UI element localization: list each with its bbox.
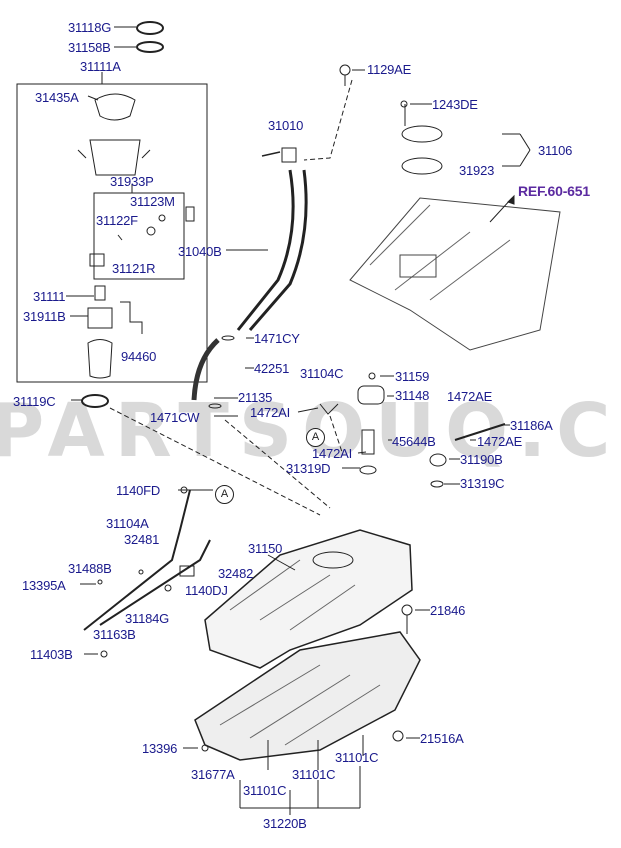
filter xyxy=(87,307,113,329)
part-11403B[interactable]: 11403B xyxy=(30,647,73,662)
part-31148[interactable]: 31148 xyxy=(395,388,430,403)
part-31911B[interactable]: 31911B xyxy=(23,309,66,324)
part-21516A[interactable]: 21516A xyxy=(420,731,464,746)
part-31111[interactable]: 31111 xyxy=(33,289,66,304)
part-31118G[interactable]: 31118G xyxy=(68,20,112,35)
part-42251[interactable]: 42251 xyxy=(254,361,290,376)
fuel-cap xyxy=(281,147,297,163)
fuel-line xyxy=(83,489,191,631)
part-31123M[interactable]: 31123M xyxy=(130,194,175,209)
part-31040B[interactable]: 31040B xyxy=(178,244,222,259)
part-45644B[interactable]: 45644B xyxy=(392,434,436,449)
part-31220B[interactable]: 31220B xyxy=(263,816,307,831)
part-94460[interactable]: 94460 xyxy=(121,349,157,364)
part-31101C-left[interactable]: 31101C xyxy=(243,783,287,798)
callout-a-lower: A xyxy=(215,485,234,504)
part-1471CY[interactable]: 1471CY xyxy=(254,331,300,346)
filler-hose xyxy=(191,338,220,401)
part-31923[interactable]: 31923 xyxy=(459,163,495,178)
part-21135[interactable]: 21135 xyxy=(238,390,273,405)
part-1472AI-upper[interactable]: 1472AI xyxy=(250,405,291,420)
part-31104A[interactable]: 31104A xyxy=(106,516,149,531)
pump-module-box xyxy=(16,83,208,383)
part-32481[interactable]: 32481 xyxy=(124,532,160,547)
ref-60-651-link[interactable]: REF.60-651 xyxy=(518,183,590,199)
pump-flange xyxy=(94,93,136,121)
fuel-tank xyxy=(204,529,413,669)
part-31319D[interactable]: 31319D xyxy=(286,461,331,476)
cap-ring xyxy=(136,41,164,53)
part-31159[interactable]: 31159 xyxy=(395,369,430,384)
part-31150[interactable]: 31150 xyxy=(248,541,283,556)
part-31190B[interactable]: 31190B xyxy=(460,452,503,467)
part-31158B[interactable]: 31158B xyxy=(68,40,111,55)
part-1140FD[interactable]: 1140FD xyxy=(116,483,161,498)
part-1472AE-upper[interactable]: 1472AE xyxy=(447,389,493,404)
part-1472AI-lower[interactable]: 1472AI xyxy=(312,446,353,461)
part-1129AE[interactable]: 1129AE xyxy=(367,62,412,77)
pump-gasket xyxy=(81,394,109,408)
part-31933P[interactable]: 31933P xyxy=(110,174,154,189)
cap-gasket xyxy=(136,21,164,35)
part-31163B[interactable]: 31163B xyxy=(93,627,136,642)
filler-neck xyxy=(236,169,295,331)
fuel-cup xyxy=(87,339,113,379)
part-31122F[interactable]: 31122F xyxy=(96,213,138,228)
part-13395A[interactable]: 13395A xyxy=(22,578,66,593)
part-1472AE-lower[interactable]: 1472AE xyxy=(477,434,523,449)
skid-plate xyxy=(194,631,421,761)
part-31677A[interactable]: 31677A xyxy=(191,767,235,782)
part-31106[interactable]: 31106 xyxy=(538,143,573,158)
part-31101C-middle[interactable]: 31101C xyxy=(292,767,336,782)
floor-panel xyxy=(349,197,561,351)
part-31010[interactable]: 31010 xyxy=(268,118,304,133)
part-1140DJ[interactable]: 1140DJ xyxy=(185,583,228,598)
part-31104C[interactable]: 31104C xyxy=(300,366,344,381)
part-31101C-right[interactable]: 31101C xyxy=(335,750,379,765)
pump xyxy=(94,285,106,301)
part-31121R[interactable]: 31121R xyxy=(112,261,156,276)
part-31111A[interactable]: 31111A xyxy=(80,59,121,74)
part-31435A[interactable]: 31435A xyxy=(35,90,79,105)
harness xyxy=(120,301,143,334)
part-32482[interactable]: 32482 xyxy=(218,566,254,581)
part-1243DE[interactable]: 1243DE xyxy=(432,97,478,112)
sender-subgroup-box xyxy=(93,192,185,280)
callout-a-upper: A xyxy=(306,428,325,447)
part-13396[interactable]: 13396 xyxy=(142,741,178,756)
part-31319C[interactable]: 31319C xyxy=(460,476,505,491)
part-1471CW[interactable]: 1471CW xyxy=(150,410,200,425)
part-31119C[interactable]: 31119C xyxy=(13,394,56,409)
part-31184G[interactable]: 31184G xyxy=(125,611,170,626)
part-31488B[interactable]: 31488B xyxy=(68,561,112,576)
part-21846[interactable]: 21846 xyxy=(430,603,466,618)
part-31186A[interactable]: 31186A xyxy=(510,418,553,433)
